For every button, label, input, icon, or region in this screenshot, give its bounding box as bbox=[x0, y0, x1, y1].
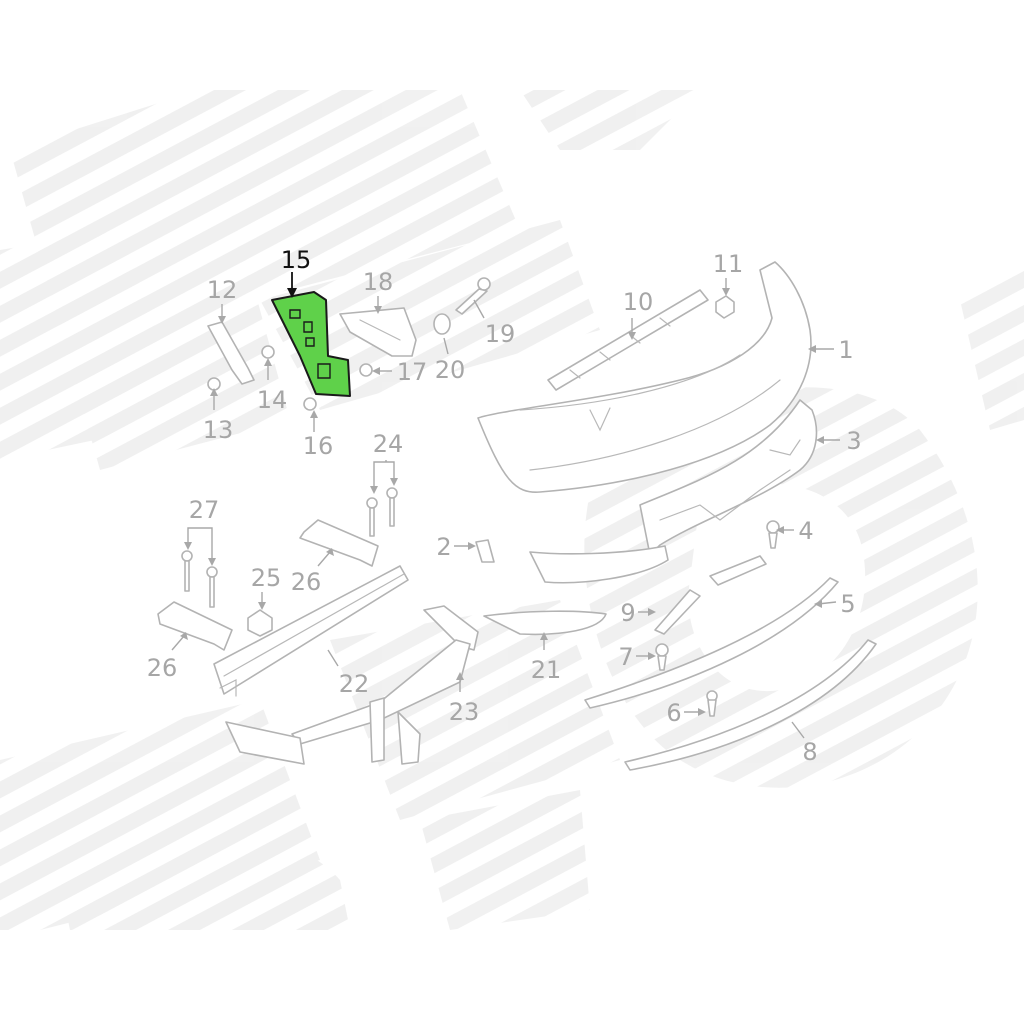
part-3-inner-panel bbox=[639, 399, 818, 556]
callout-27[interactable]: 27 bbox=[189, 496, 220, 524]
part-20-grommet bbox=[433, 313, 451, 335]
callout-22[interactable]: 22 bbox=[339, 670, 370, 698]
callout-26-right[interactable]: 26 bbox=[291, 568, 322, 596]
callout-23[interactable]: 23 bbox=[449, 698, 480, 726]
callout-19[interactable]: 19 bbox=[485, 320, 516, 348]
leader-lines bbox=[171, 272, 840, 739]
callout-2[interactable]: 2 bbox=[436, 533, 451, 561]
part-26-crash-box-left bbox=[157, 601, 233, 651]
callout-12[interactable]: 12 bbox=[207, 276, 238, 304]
part-2-clip bbox=[475, 539, 495, 563]
callout-18[interactable]: 18 bbox=[363, 268, 394, 296]
callout-26-left[interactable]: 26 bbox=[147, 654, 178, 682]
part-19-bolt bbox=[455, 277, 491, 315]
callout-8[interactable]: 8 bbox=[802, 738, 817, 766]
callout-labels: 15 12 13 14 16 17 18 19 20 10 11 1 3 4 2… bbox=[147, 246, 862, 766]
callout-20[interactable]: 20 bbox=[435, 356, 466, 384]
callout-13[interactable]: 13 bbox=[203, 416, 234, 444]
callout-16[interactable]: 16 bbox=[303, 432, 334, 460]
callout-4[interactable]: 4 bbox=[798, 517, 813, 545]
callout-24[interactable]: 24 bbox=[373, 430, 404, 458]
callout-6[interactable]: 6 bbox=[666, 699, 681, 727]
part-15-bracket-highlighted[interactable] bbox=[271, 291, 351, 397]
part-27-bolts bbox=[181, 550, 218, 608]
part-26-crash-box-right bbox=[299, 519, 379, 567]
callout-10[interactable]: 10 bbox=[623, 288, 654, 316]
part-7-screw bbox=[655, 643, 669, 671]
callout-25[interactable]: 25 bbox=[251, 564, 282, 592]
part-23-tow-hitch bbox=[225, 605, 479, 765]
callout-21[interactable]: 21 bbox=[531, 656, 562, 684]
part-25-nut bbox=[247, 609, 273, 637]
part-17-nut bbox=[359, 363, 373, 377]
callout-9[interactable]: 9 bbox=[620, 599, 635, 627]
part-11-nut bbox=[715, 295, 735, 319]
callout-11[interactable]: 11 bbox=[713, 250, 744, 278]
watermark-logo bbox=[0, 90, 1024, 930]
callout-17[interactable]: 17 bbox=[397, 358, 428, 386]
callout-1[interactable]: 1 bbox=[838, 336, 853, 364]
part-18-bracket bbox=[339, 307, 417, 357]
part-5-trim-strip bbox=[584, 577, 839, 709]
part-21-lower-trim bbox=[483, 545, 669, 636]
callout-15[interactable]: 15 bbox=[281, 246, 312, 274]
part-6-screw bbox=[706, 690, 718, 717]
part-22-bumper-beam bbox=[213, 565, 409, 697]
callout-14[interactable]: 14 bbox=[257, 386, 288, 414]
part-1-bumper-cover bbox=[477, 261, 812, 493]
callout-5[interactable]: 5 bbox=[840, 590, 855, 618]
part-24-bolts bbox=[366, 487, 398, 537]
part-14-screw bbox=[261, 345, 275, 359]
part-9-bracket bbox=[654, 555, 767, 635]
part-10-rail bbox=[547, 289, 709, 391]
part-8-lower-strip bbox=[624, 639, 877, 771]
part-16-clip bbox=[303, 397, 317, 411]
callout-3[interactable]: 3 bbox=[846, 427, 861, 455]
callout-7[interactable]: 7 bbox=[618, 643, 633, 671]
